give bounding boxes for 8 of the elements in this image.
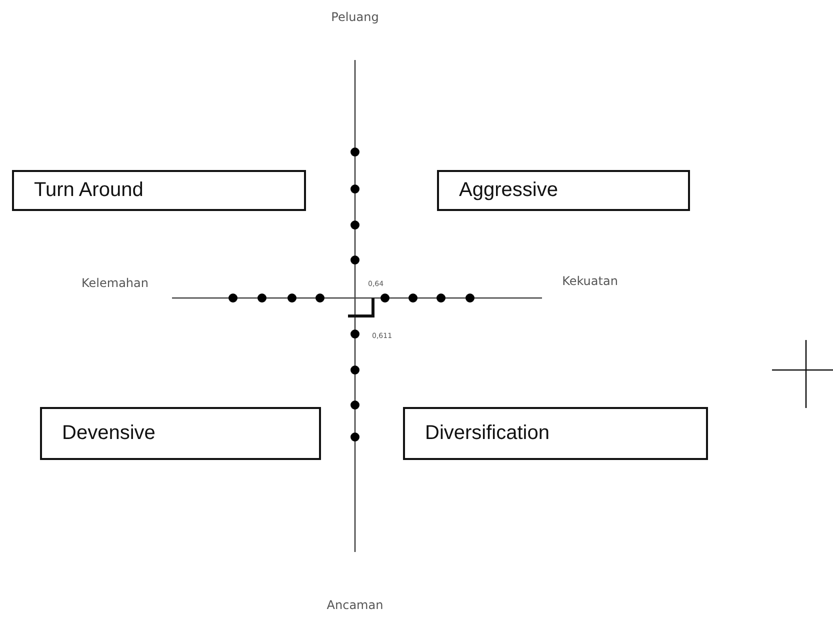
quadrant-box: Devensive [40,407,321,460]
quadrant-box: Turn Around [12,170,306,211]
quadrant-box: Aggressive [437,170,690,211]
axis-label: Kelemahan [82,276,148,290]
axis-label: Peluang [331,10,379,24]
quadrant-box: Diversification [403,407,708,460]
axis-label: Ancaman [326,598,384,612]
axis-label: Kekuatan [562,274,618,288]
